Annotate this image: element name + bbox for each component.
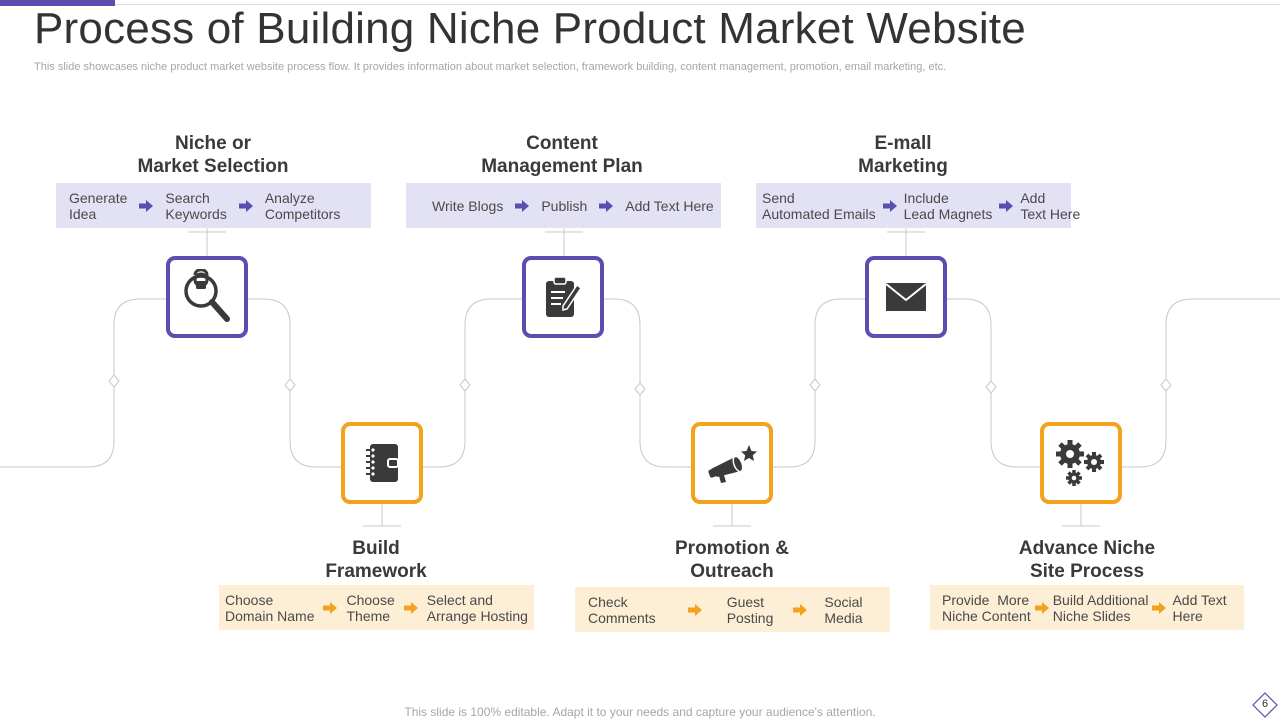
advance-icon-frame: [1040, 422, 1122, 504]
clipboard-pen-icon: [546, 276, 583, 317]
top-divider: [115, 4, 1280, 5]
arrow-right-icon: [515, 199, 530, 212]
email-icon-frame: [865, 256, 947, 338]
arrow-right-icon: [139, 199, 154, 212]
arrow-right-icon: [882, 199, 897, 212]
niche-icon-frame: [166, 256, 248, 338]
slide-title: Process of Building Niche Product Market…: [34, 4, 1026, 53]
step-title-promotion: Promotion &Outreach: [675, 538, 789, 582]
arrow-right-icon: [793, 603, 808, 616]
arrow-right-icon: [323, 601, 338, 614]
footer-note: This slide is 100% editable. Adapt it to…: [404, 705, 876, 719]
notebook-icon: [366, 444, 399, 482]
arrow-right-icon: [1152, 601, 1167, 614]
substep-item: Add Text Here: [625, 197, 714, 214]
framework-icon-frame: [341, 422, 423, 504]
megaphone-star-icon: [708, 445, 757, 483]
accent-bar: [0, 0, 115, 6]
envelope-icon: [885, 283, 927, 311]
gears-icon: [1056, 440, 1104, 486]
slide-subtitle: This slide showcases niche product marke…: [34, 61, 947, 73]
arrow-right-icon: [238, 199, 253, 212]
arrow-right-icon: [999, 199, 1014, 212]
magnifier-lock-icon: [184, 269, 230, 322]
arrow-right-icon: [403, 601, 418, 614]
promotion-icon-frame: [691, 422, 773, 504]
content-icon-frame: [522, 256, 604, 338]
page-number-badge: [1252, 692, 1278, 718]
content-substeps: Write Blogs Publish Add Text Here: [406, 183, 721, 228]
substep-item: Write Blogs: [432, 197, 504, 214]
arrow-right-icon: [687, 603, 702, 616]
page-number: 6: [1261, 698, 1269, 710]
arrow-right-icon: [1034, 601, 1049, 614]
substep-item: Publish: [541, 197, 588, 214]
arrow-right-icon: [599, 199, 614, 212]
